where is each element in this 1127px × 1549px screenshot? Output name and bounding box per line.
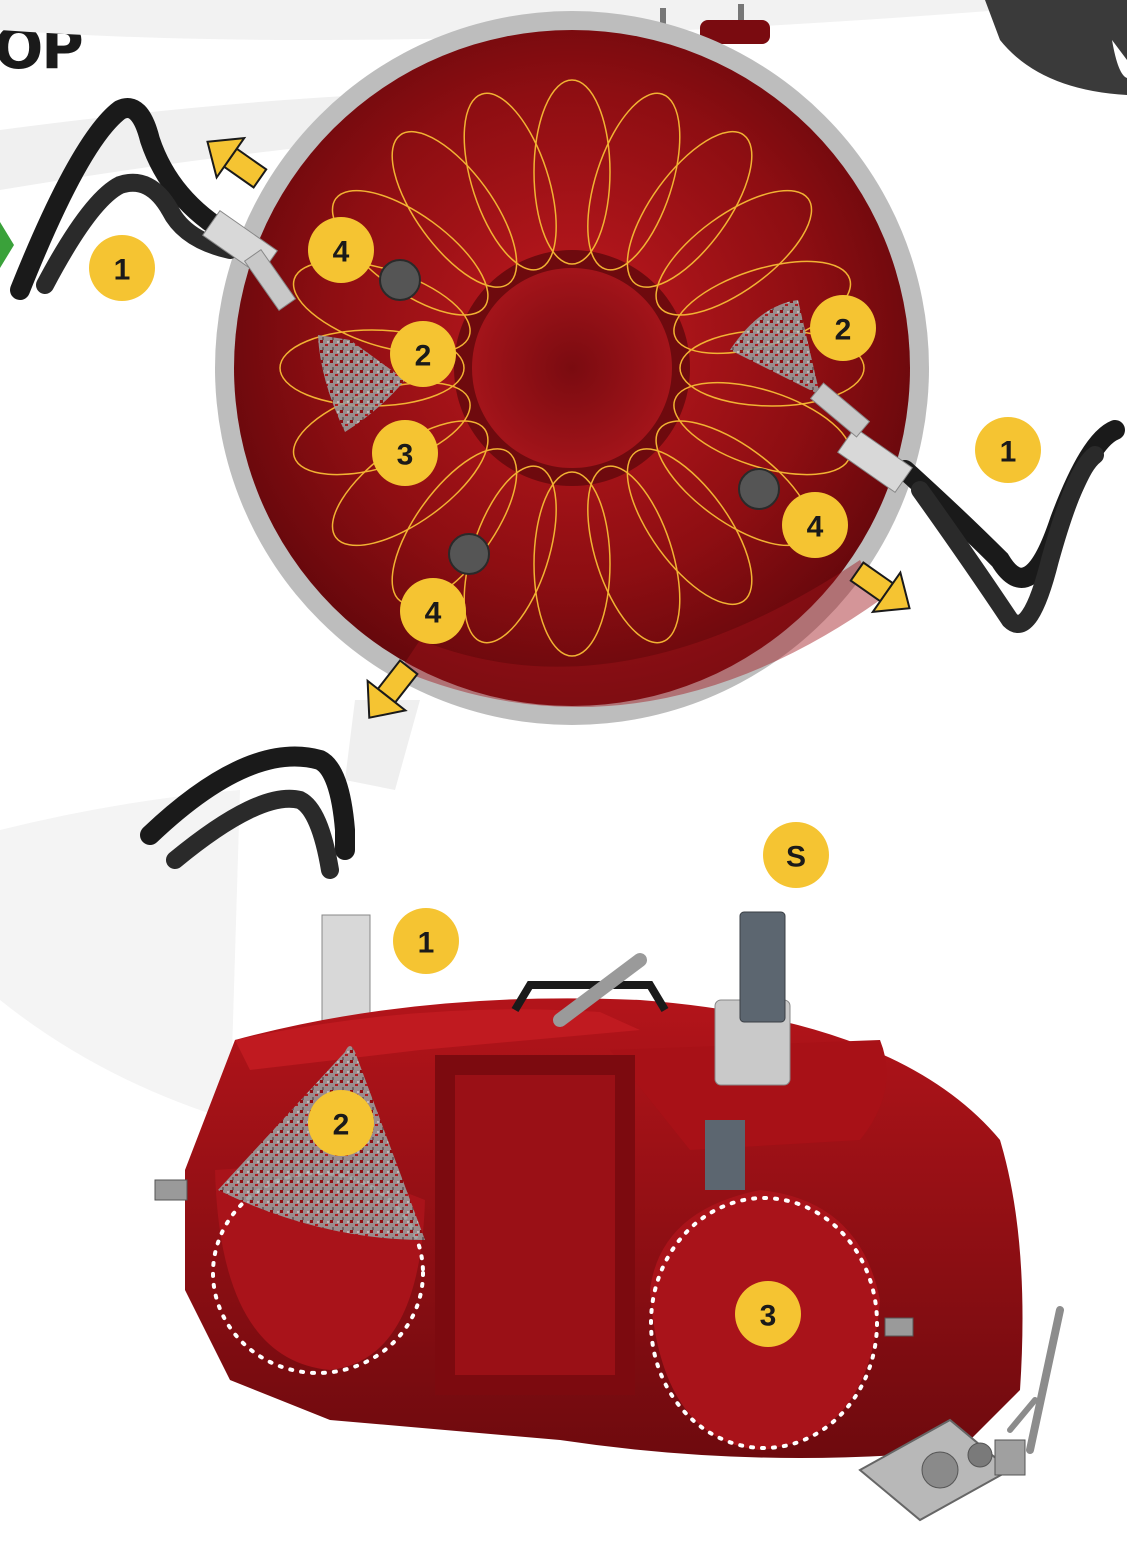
badge-cutaway-stack: S xyxy=(763,822,829,888)
badge-top-sensor-right: 4 xyxy=(782,492,848,558)
sensor-dot xyxy=(449,534,489,574)
badge-label: 1 xyxy=(1000,436,1017,469)
latch-left xyxy=(155,1180,187,1200)
badge-label: 4 xyxy=(425,597,442,630)
badge-label: 4 xyxy=(333,236,350,269)
hub-center xyxy=(472,268,672,468)
badge-top-nozzle-right: 2 xyxy=(810,295,876,361)
cutaway-unit xyxy=(150,757,1060,1520)
top-fitting xyxy=(660,8,666,24)
badge-label: 3 xyxy=(760,1300,777,1333)
sensor-dot xyxy=(380,260,420,300)
badge-top-coil-left: 3 xyxy=(372,420,438,486)
badge-label: 2 xyxy=(415,340,432,373)
green-arrow-fragment xyxy=(0,222,14,268)
sensor-dot xyxy=(739,469,779,509)
top-fitting xyxy=(738,4,744,22)
badge-top-nozzle-left: 2 xyxy=(390,321,456,387)
stack-pipe-lower xyxy=(705,1120,745,1190)
badge-top-sensor-left: 4 xyxy=(308,217,374,283)
badge-label: S xyxy=(786,841,806,874)
badge-label: 2 xyxy=(333,1109,350,1142)
stack-pipe xyxy=(740,912,785,1022)
badge-label: 2 xyxy=(835,314,852,347)
badge-cutaway-chamber: 3 xyxy=(735,1281,801,1347)
center-column-inner xyxy=(455,1075,615,1375)
latch-right xyxy=(885,1318,913,1336)
badge-top-hose-left: 1 xyxy=(89,235,155,301)
badge-top-sensor-bottom: 4 xyxy=(400,578,466,644)
badge-label: 4 xyxy=(807,511,824,544)
connector-cutaway xyxy=(322,915,370,1025)
badge-label: 1 xyxy=(114,254,131,287)
badge-label: 3 xyxy=(397,439,414,472)
badge-cutaway-hose: 1 xyxy=(393,908,459,974)
corner-decoration xyxy=(985,0,1127,95)
badge-top-hose-right: 1 xyxy=(975,417,1041,483)
badge-cutaway-nozzle: 2 xyxy=(308,1090,374,1156)
badge-label: 1 xyxy=(418,927,435,960)
